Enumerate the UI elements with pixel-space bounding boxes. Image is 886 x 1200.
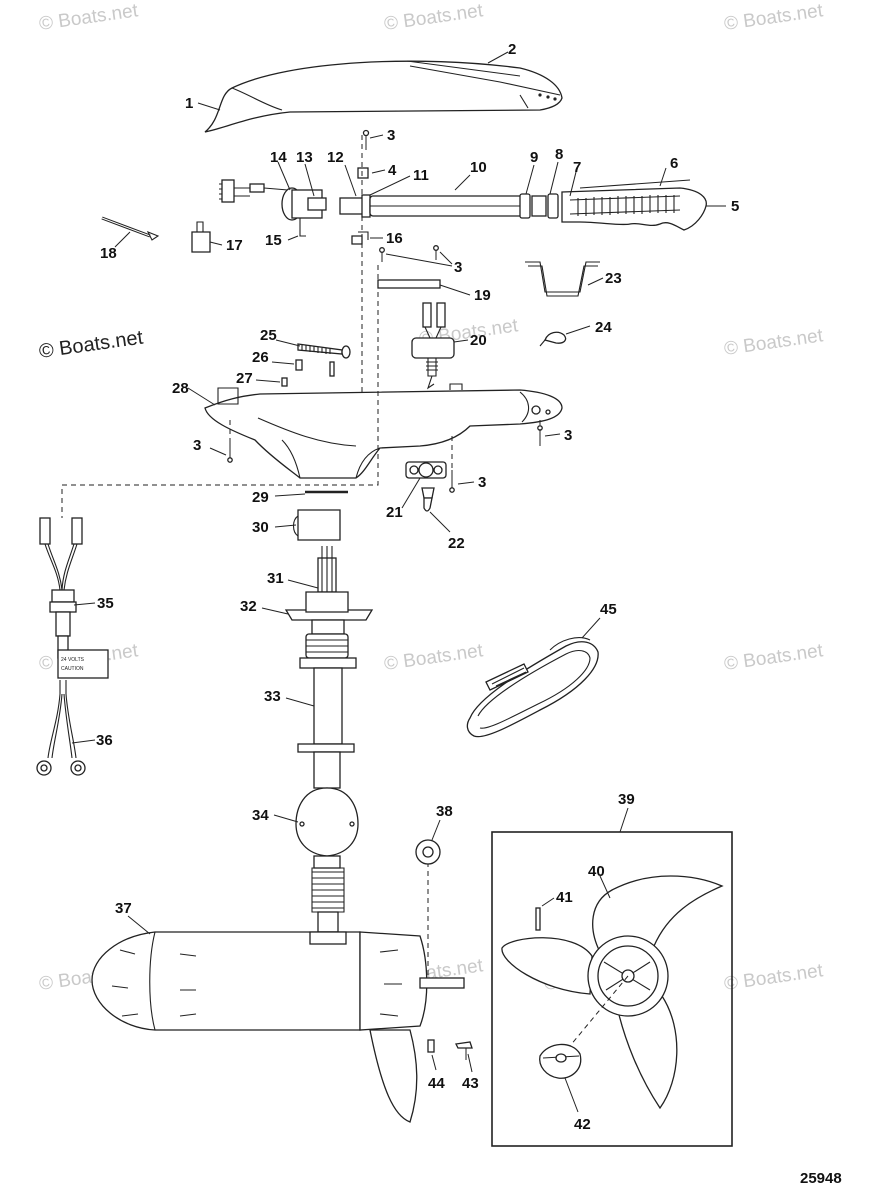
motor-shaft-column: [284, 546, 374, 933]
callout-label: 6: [670, 155, 678, 172]
watermark: © Boats.net: [383, 0, 485, 35]
callout-label: 3: [478, 474, 486, 491]
callout-label: 26: [252, 349, 269, 366]
callout-label: 17: [226, 237, 243, 254]
watermark: © Boats.net: [723, 960, 825, 995]
watermark-prominent: © Boats.net: [38, 327, 145, 363]
callout-label: 12: [327, 149, 344, 166]
tiller-handle-assembly: [219, 179, 707, 237]
callout-label: 21: [386, 504, 403, 521]
watermark: © Boats.net: [723, 325, 825, 360]
callout-label: 5: [731, 198, 739, 215]
callout-label: 1: [185, 95, 193, 112]
callout-label: 25: [260, 327, 277, 344]
callout-label: 13: [296, 149, 313, 166]
callout-label: 20: [470, 332, 487, 349]
callout-label: 11: [413, 167, 429, 184]
callout-label: 15: [265, 232, 282, 249]
callout-label: 36: [96, 732, 113, 749]
tag-label: 24 VOLTS: [61, 657, 85, 663]
callout-label: 37: [115, 900, 132, 917]
callout-label: 14: [270, 149, 287, 166]
callout-label: 38: [436, 803, 453, 820]
callout-label: 8: [555, 146, 563, 163]
propeller-kit-box: [491, 831, 733, 1147]
callout-label: 33: [264, 688, 281, 705]
callout-label: 35: [97, 595, 114, 612]
callout-label: 45: [600, 601, 617, 618]
watermark: © Boats.net: [723, 640, 825, 675]
callout-label: 10: [470, 159, 487, 176]
callout-label: 3: [564, 427, 572, 444]
callout-label: 18: [100, 245, 117, 262]
watermark: © Boats.net: [723, 0, 825, 35]
callout-label: 27: [236, 370, 253, 387]
tag-label: CAUTION: [61, 666, 84, 672]
callout-label: 40: [588, 863, 605, 880]
motor-mount-head: [204, 383, 563, 479]
callout-label: 23: [605, 270, 622, 287]
callout-label: 39: [618, 791, 635, 808]
callout-label: 34: [252, 807, 269, 824]
figure-number: 25948: [800, 1170, 842, 1187]
top-cover: [204, 60, 563, 133]
callout-label: 42: [574, 1116, 591, 1133]
callout-label: 32: [240, 598, 257, 615]
callout-label: 3: [387, 127, 395, 144]
callout-label: 19: [474, 287, 491, 304]
motor-housing: [91, 931, 465, 1123]
callout-label: 31: [267, 570, 284, 587]
power-cable: 24 VOLTS CAUTION: [36, 517, 109, 776]
callout-label: 41: [556, 889, 573, 906]
callout-label: 22: [448, 535, 465, 552]
callout-label: 28: [172, 380, 189, 397]
watermark: © Boats.net: [38, 0, 140, 35]
propeller: [501, 875, 724, 1110]
callout-label: 16: [386, 230, 403, 247]
callout-label: 3: [193, 437, 201, 454]
callout-label: 29: [252, 489, 269, 506]
callout-label: 44: [428, 1075, 445, 1092]
switch-assembly: [411, 302, 455, 390]
callout-label: 4: [388, 162, 397, 179]
callout-label: 7: [573, 159, 581, 176]
callout-label: 3: [454, 259, 462, 276]
watermark: © Boats.net: [383, 640, 485, 675]
callout-label: 30: [252, 519, 269, 536]
callout-label: 2: [508, 41, 516, 58]
callout-label: 9: [530, 149, 538, 166]
callout-label: 43: [462, 1075, 479, 1092]
tie-strap: [466, 637, 599, 738]
callout-label: 24: [595, 319, 612, 336]
